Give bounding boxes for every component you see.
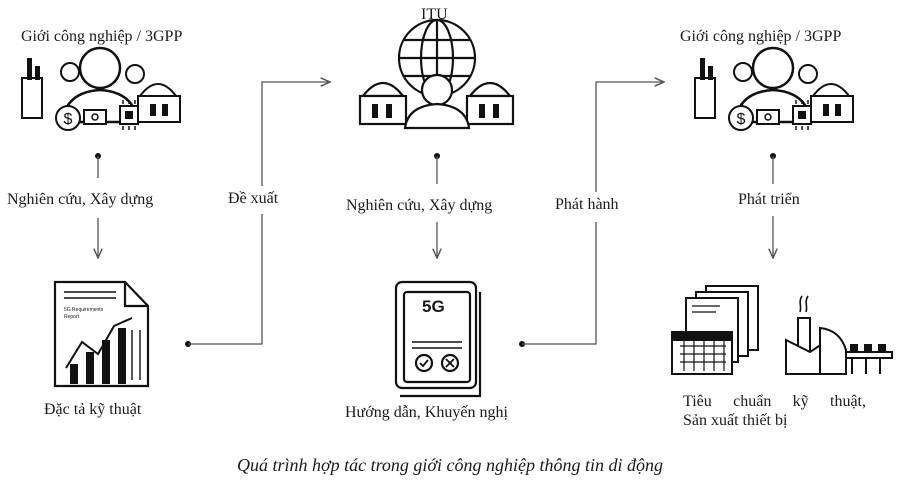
spec-document-icon	[53, 280, 150, 388]
left-output-label: Đặc tả kỹ thuật	[44, 401, 142, 418]
standards-production-icon	[671, 285, 893, 375]
left-industry-title: Giới công nghiệp / 3GPP	[21, 28, 183, 45]
report-heading-line1: 5G Requirements	[64, 307, 104, 313]
middle-output-label: Hướng dẫn, Khuyến nghị	[345, 404, 508, 421]
right-output-word: chuẩn	[733, 393, 772, 410]
middle-step-label: Nghiên cứu, Xây dựng	[346, 197, 493, 214]
svg-text:$: $	[737, 111, 746, 128]
right-output-line1: Tiêu chuẩn kỹ thuật,	[683, 393, 866, 411]
book-5g-text: 5G	[422, 297, 445, 316]
itu-title: ITU	[421, 6, 448, 23]
right-output-word: thuật,	[830, 393, 866, 410]
report-heading-line2: Report	[64, 314, 80, 320]
itu-globe-icon	[358, 18, 515, 130]
industry-icon-left: $	[21, 46, 181, 131]
figure-caption: Quá trình hợp tác trong giới công nghiệp…	[236, 455, 664, 475]
guideline-book-icon	[394, 280, 482, 398]
left-step-label: Nghiên cứu, Xây dựng	[7, 191, 154, 208]
publish-label: Phát hành	[555, 196, 619, 213]
right-output-word: Tiêu	[683, 393, 712, 410]
flow-arrows	[95, 82, 776, 347]
industry-icon-right: $	[694, 46, 854, 131]
right-output-word: kỹ	[792, 393, 809, 410]
propose-label: Đề xuất	[228, 190, 279, 207]
right-industry-title: Giới công nghiệp / 3GPP	[680, 28, 842, 45]
right-output-line2: Sản xuất thiết bị	[683, 412, 788, 429]
right-step-label: Phát triển	[738, 191, 800, 208]
svg-text:$: $	[64, 111, 73, 128]
